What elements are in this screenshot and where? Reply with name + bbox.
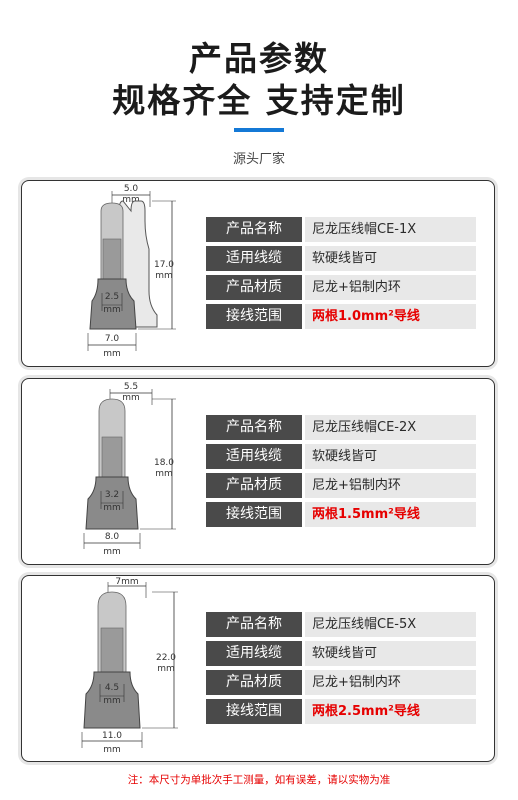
source-factory-label: 源头厂家 xyxy=(232,152,285,167)
spec-label: 适用线缆 xyxy=(206,246,302,271)
spec-table: 产品名称尼龙压线帽CE-5X 适用线缆软硬线皆可 产品材质尼龙+铝制内环 接线范… xyxy=(206,612,476,728)
measurement-note: 注：本尺寸为单批次手工测量，如有误差，请以实物为准 xyxy=(127,774,391,786)
spec-label: 产品材质 xyxy=(206,670,302,695)
spec-label: 接线范围 xyxy=(206,699,302,724)
spec-table: 产品名称尼龙压线帽CE-1X 适用线缆软硬线皆可 产品材质尼龙+铝制内环 接线范… xyxy=(206,217,476,333)
connector-diagram: 5.0 mm 17.0 mm 2.5 mm 7.0 mm xyxy=(87,184,176,359)
spec-row-name: 产品名称尼龙压线帽CE-1X xyxy=(206,217,476,242)
spec-row-material: 产品材质尼龙+铝制内环 xyxy=(206,473,476,498)
spec-label: 产品材质 xyxy=(206,275,302,300)
spec-label: 适用线缆 xyxy=(206,641,302,666)
dim-top-value: 5.0 xyxy=(124,184,139,194)
spec-row-material: 产品材质尼龙+铝制内环 xyxy=(206,670,476,695)
spec-value: 尼龙压线帽CE-2X xyxy=(305,415,476,440)
spec-row-material: 产品材质尼龙+铝制内环 xyxy=(206,275,476,300)
spec-row-range: 接线范围两根1.0mm²导线 xyxy=(206,304,476,329)
dim-height-value: 17.0 xyxy=(154,260,174,270)
spec-label: 接线范围 xyxy=(206,304,302,329)
dim-height-unit: mm xyxy=(157,664,175,674)
dim-height-unit: mm xyxy=(155,271,173,281)
spec-row-cable: 适用线缆软硬线皆可 xyxy=(206,246,476,271)
dim-top-value: 7mm xyxy=(115,577,138,587)
spec-value-highlight: 两根1.0mm²导线 xyxy=(305,304,476,329)
dim-inner-unit: mm xyxy=(103,503,121,513)
dim-inner-unit: mm xyxy=(103,305,121,315)
spec-row-cable: 适用线缆软硬线皆可 xyxy=(206,444,476,469)
spec-value: 软硬线皆可 xyxy=(305,444,476,469)
spec-value: 软硬线皆可 xyxy=(305,641,476,666)
dim-bottom-unit: mm xyxy=(103,745,121,755)
product-card-ce-1x: 5.0 mm 17.0 mm 2.5 mm 7.0 mm 产品名称尼龙压线帽CE… xyxy=(21,180,495,367)
dim-height-unit: mm xyxy=(155,469,173,479)
dim-bottom-value: 8.0 xyxy=(105,532,120,542)
spec-label: 接线范围 xyxy=(206,502,302,527)
spec-row-name: 产品名称尼龙压线帽CE-2X xyxy=(206,415,476,440)
dim-inner-value: 2.5 xyxy=(105,292,119,302)
dim-bottom-value: 11.0 xyxy=(102,731,122,741)
spec-row-name: 产品名称尼龙压线帽CE-5X xyxy=(206,612,476,637)
connector-diagram: 7mm 22.0 mm 4.5 mm 11.0 mm xyxy=(81,577,178,755)
dim-bottom-value: 7.0 xyxy=(105,334,120,344)
spec-value: 软硬线皆可 xyxy=(305,246,476,271)
spec-row-range: 接线范围两根1.5mm²导线 xyxy=(206,502,476,527)
spec-label: 产品名称 xyxy=(206,217,302,242)
page-title: 产品参数 xyxy=(189,39,329,78)
spec-value: 尼龙+铝制内环 xyxy=(305,473,476,498)
spec-label: 产品名称 xyxy=(206,612,302,637)
dim-top-value: 5.5 xyxy=(124,382,138,392)
spec-row-range: 接线范围两根2.5mm²导线 xyxy=(206,699,476,724)
spec-value-highlight: 两根2.5mm²导线 xyxy=(305,699,476,724)
dim-inner-value: 3.2 xyxy=(105,490,119,500)
spec-value: 尼龙压线帽CE-5X xyxy=(305,612,476,637)
spec-value: 尼龙压线帽CE-1X xyxy=(305,217,476,242)
spec-label: 产品名称 xyxy=(206,415,302,440)
accent-bar xyxy=(234,128,284,132)
dim-height-value: 22.0 xyxy=(156,653,176,663)
spec-table: 产品名称尼龙压线帽CE-2X 适用线缆软硬线皆可 产品材质尼龙+铝制内环 接线范… xyxy=(206,415,476,531)
page-subtitle-heading: 规格齐全 支持定制 xyxy=(112,81,406,120)
spec-row-cable: 适用线缆软硬线皆可 xyxy=(206,641,476,666)
dim-inner-unit: mm xyxy=(103,696,121,706)
dim-bottom-unit: mm xyxy=(103,547,121,557)
product-card-ce-2x: 5.5 mm 18.0 mm 3.2 mm 8.0 mm 产品名称尼龙压线帽CE… xyxy=(21,378,495,565)
spec-label: 产品材质 xyxy=(206,473,302,498)
connector-diagram: 5.5 mm 18.0 mm 3.2 mm 8.0 mm xyxy=(83,382,176,557)
dim-bottom-unit: mm xyxy=(103,349,121,359)
dim-height-value: 18.0 xyxy=(154,458,174,468)
spec-value-highlight: 两根1.5mm²导线 xyxy=(305,502,476,527)
dim-inner-value: 4.5 xyxy=(105,683,119,693)
product-card-ce-5x: 7mm 22.0 mm 4.5 mm 11.0 mm 产品名称尼龙压线帽CE-5… xyxy=(21,575,495,762)
spec-value: 尼龙+铝制内环 xyxy=(305,670,476,695)
spec-label: 适用线缆 xyxy=(206,444,302,469)
spec-value: 尼龙+铝制内环 xyxy=(305,275,476,300)
dim-top-unit: mm xyxy=(122,393,140,403)
dim-top-unit: mm xyxy=(122,195,140,205)
